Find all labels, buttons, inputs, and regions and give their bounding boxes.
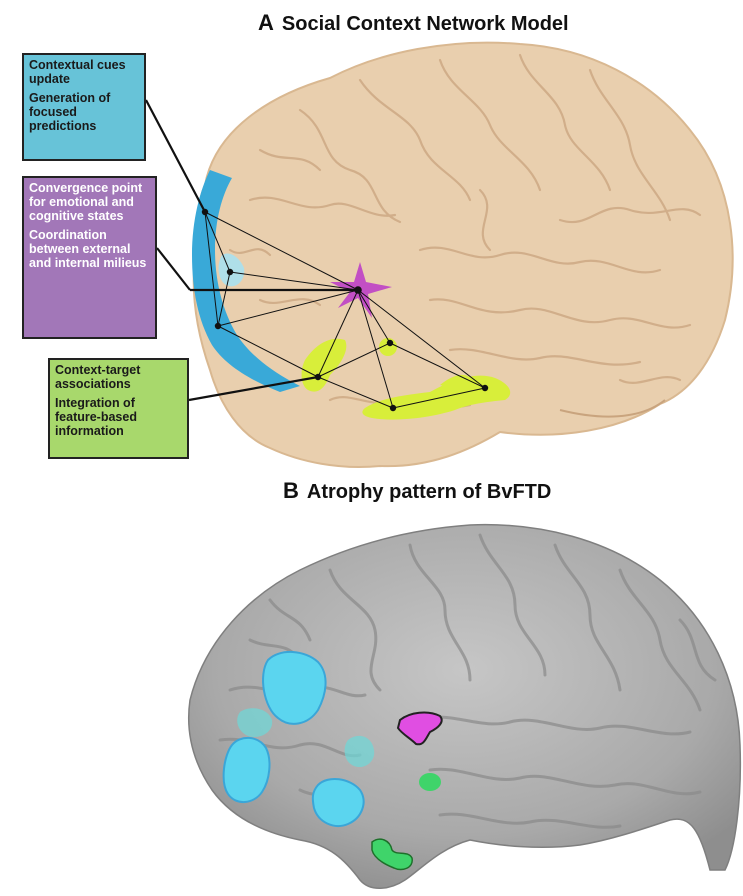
callout-insula-line-2: Coordination between external and intern… (29, 228, 150, 270)
callout-temporal-line-1: Context-target associations (55, 363, 182, 391)
node-frontal-1 (202, 209, 208, 215)
node-insula (354, 286, 362, 294)
atrophy-frontal-patch-faint-1 (237, 708, 272, 737)
node-temporal-3 (390, 405, 396, 411)
node-frontal-2 (227, 269, 233, 275)
callout-box-insula: Convergence point for emotional and cogn… (22, 176, 157, 339)
panel-b-title: B Atrophy pattern of BvFTD (283, 478, 551, 504)
callout-box-temporal: Context-target associations Integration … (48, 358, 189, 459)
node-temporal-4 (482, 385, 488, 391)
node-temporal-2 (387, 340, 393, 346)
panel-b-brain (189, 525, 741, 889)
callout-frontal-line-2: Generation of focused predictions (29, 91, 139, 133)
panel-b-title-text: Atrophy pattern of BvFTD (307, 481, 551, 503)
node-frontal-3 (215, 323, 221, 329)
panel-b-gyri (220, 535, 715, 827)
callout-frontal-line-1: Contextual cues update (29, 58, 139, 86)
atrophy-frontal-patch-2 (224, 738, 270, 802)
atrophy-insula-patch (398, 713, 442, 745)
atrophy-temporal-pole-patch (372, 839, 412, 869)
atrophy-frontal-patch-3 (313, 779, 364, 826)
atrophy-frontal-patch-1 (263, 652, 326, 724)
panel-b-letter: B (283, 478, 299, 503)
atrophy-temporal-patch (419, 773, 441, 791)
callout-box-frontal: Contextual cues update Generation of foc… (22, 53, 146, 161)
callout-temporal-line-2: Integration of feature-based information (55, 396, 182, 438)
atrophy-frontal-patch-faint-2 (345, 736, 375, 767)
callout-insula-line-1: Convergence point for emotional and cogn… (29, 181, 150, 223)
node-temporal-pole (315, 374, 321, 380)
